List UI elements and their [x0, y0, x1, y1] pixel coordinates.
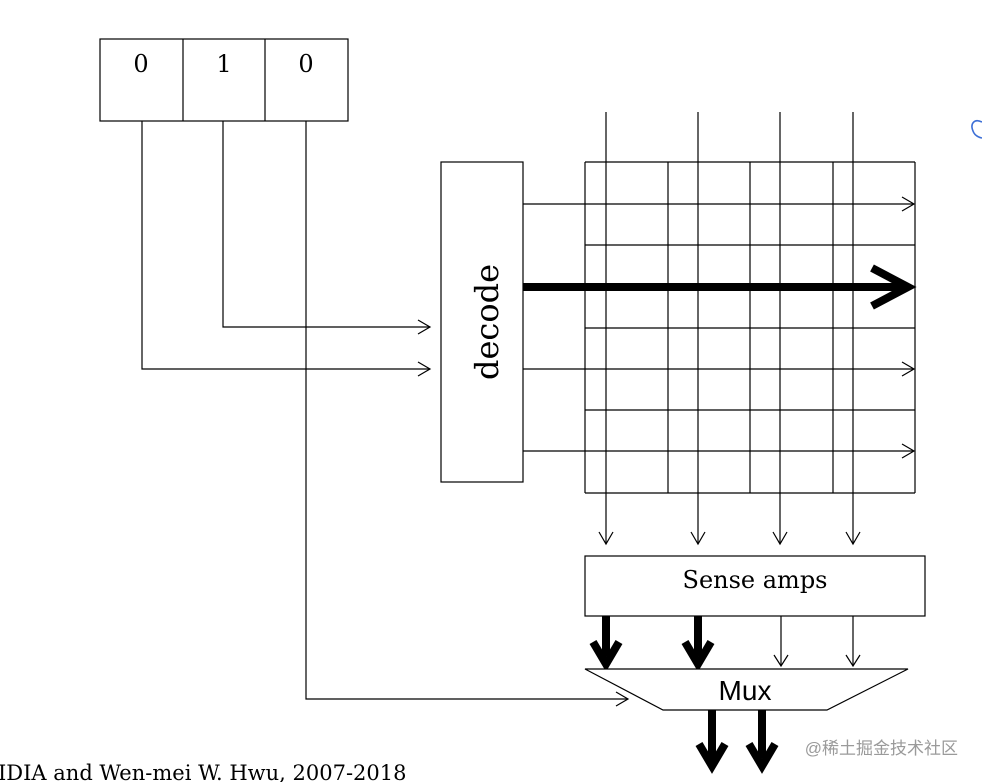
- address-register: 0 1 0: [99, 38, 349, 122]
- sense-amps-box: [584, 555, 926, 617]
- arrowhead: [598, 531, 614, 546]
- sense-amps: Sense amps: [584, 555, 926, 617]
- arrowhead: [901, 443, 916, 459]
- arrowhead: [772, 531, 788, 546]
- edge-icon: [971, 119, 982, 139]
- memory-array: [584, 161, 916, 494]
- address-register-frame: [99, 38, 349, 122]
- arrowhead: [845, 654, 861, 668]
- word-lines: [523, 196, 917, 459]
- wire-bit0-to-decoder: [141, 121, 430, 370]
- address-bit-2: 0: [298, 50, 313, 78]
- arrowhead: [690, 531, 706, 546]
- mux: Mux: [584, 668, 909, 711]
- arrowhead: [745, 741, 779, 774]
- decoder: decode: [440, 161, 524, 483]
- address-bit-1: 1: [216, 50, 231, 78]
- address-wires: [141, 121, 630, 707]
- decoder-label: decode: [468, 264, 506, 380]
- watermark: @稀土掘金技术社区: [805, 739, 958, 758]
- wire-bit1-to-decoder: [222, 121, 430, 328]
- arrowhead: [773, 654, 789, 668]
- address-bit-0: 0: [133, 50, 148, 78]
- arrowhead: [417, 361, 432, 377]
- mux-shape: [584, 668, 909, 711]
- sense-to-mux-lines: [589, 616, 861, 672]
- bit-lines: [598, 112, 861, 546]
- arrowhead: [589, 639, 623, 672]
- footer-copyright: IDIA and Wen-mei W. Hwu, 2007-2018: [0, 761, 407, 782]
- sense-amps-label: Sense amps: [683, 566, 828, 594]
- arrowhead: [615, 691, 630, 707]
- mux-outputs: [695, 710, 779, 774]
- arrowhead: [417, 319, 432, 335]
- arrowhead: [845, 531, 861, 546]
- wire-bit2-to-mux: [305, 121, 628, 700]
- arrowhead: [901, 196, 916, 212]
- arrowhead: [901, 361, 916, 377]
- arrowhead: [870, 264, 917, 310]
- arrowhead: [681, 639, 715, 672]
- mux-label: Mux: [719, 675, 772, 706]
- arrowhead: [695, 741, 729, 774]
- decoder-box: [440, 161, 524, 483]
